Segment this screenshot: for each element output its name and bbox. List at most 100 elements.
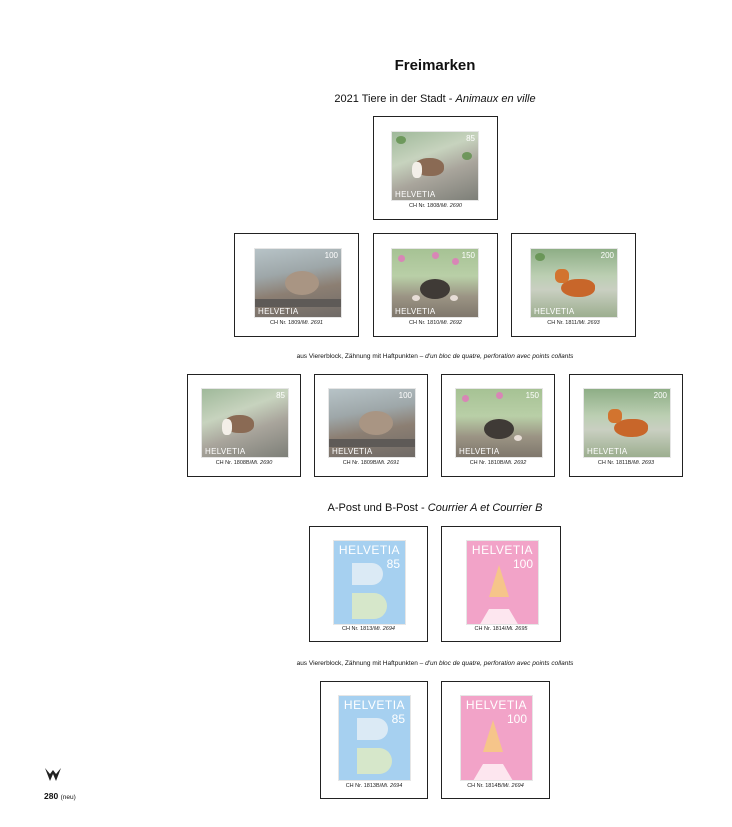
flower-shape — [462, 395, 469, 402]
stamp-frame-1808b: 85 HELVETIA CH Nr. 1808B/Mi. 2690 — [187, 374, 301, 477]
mole-shape — [420, 279, 450, 299]
caption-ch: CH Nr. 1814/ — [474, 626, 507, 632]
stamp-a-post-block: HELVETIA 100 — [460, 695, 533, 781]
stamp-frame-1809b: 100 HELVETIA CH Nr. 1809B/Mi. 2691 — [314, 374, 428, 477]
mole-paw-shape — [514, 435, 522, 441]
stamp-frame-1811b: 200 HELVETIA CH Nr. 1811B/Mi. 2693 — [569, 374, 683, 477]
stamp-ermine-block: 85 HELVETIA — [201, 388, 289, 458]
stamp-value: 200 — [653, 391, 667, 400]
fox-head-shape — [608, 409, 622, 423]
mole-shape — [484, 419, 514, 439]
caption-mi: Mi. 2692 — [440, 320, 462, 326]
stamp-frame-1814: HELVETIA 100 CH Nr. 1814/Mi. 2695 — [441, 526, 561, 642]
stamp-country: HELVETIA — [338, 543, 401, 557]
caption-ch: CH Nr. 1814B/ — [467, 783, 503, 789]
stamp-country: HELVETIA — [343, 698, 406, 712]
stamp-value: 85 — [391, 712, 405, 726]
stamp-frame-1809: 100 HELVETIA CH Nr. 1809/Mi. 2691 — [234, 233, 359, 337]
stamp-caption: CH Nr. 1809/Mi. 2691 — [235, 320, 358, 326]
caption-ch: CH Nr. 1808/ — [409, 203, 441, 209]
note-de: aus Viererblock, Zähnung mit Haftpunkten… — [296, 353, 426, 360]
stamp-b-post: HELVETIA 85 — [333, 540, 406, 625]
stamp-caption: CH Nr. 1811B/Mi. 2693 — [570, 460, 682, 466]
stamp-value: 100 — [324, 251, 338, 260]
caption-ch: CH Nr. 1810B/ — [469, 460, 506, 466]
caption-mi: Mi. 2692 — [505, 460, 527, 466]
stamp-caption: CH Nr. 1810/Mi. 2692 — [374, 320, 497, 326]
stamp-b-post-block: HELVETIA 85 — [338, 695, 411, 781]
stamp-value: 100 — [398, 391, 412, 400]
stamp-a-post: HELVETIA 100 — [466, 540, 539, 625]
fox-shape — [614, 419, 648, 437]
note-fr: d'un bloc de quatre, perforation avec po… — [425, 660, 574, 667]
caption-ch: CH Nr. 1813/ — [342, 626, 374, 632]
caption-mi: Mi. 2693 — [632, 460, 655, 466]
stamp-caption: CH Nr. 1813B/Mi. 2694 — [321, 783, 427, 789]
stamp-value: 85 — [466, 134, 475, 143]
page-number: 280 (neu) — [44, 791, 76, 801]
leaf-shape — [462, 152, 472, 160]
caption-ch: CH Nr. 1811B/ — [597, 460, 633, 466]
stamp-caption: CH Nr. 1814/Mi. 2695 — [442, 626, 560, 632]
mole-paw-shape — [412, 295, 420, 301]
stamp-caption: CH Nr. 1814B/Mi. 2694 — [442, 783, 549, 789]
stamp-country: HELVETIA — [205, 447, 246, 456]
roof-shape — [329, 439, 415, 447]
stamp-country: HELVETIA — [258, 307, 299, 316]
caption-ch: CH Nr. 1810/ — [409, 320, 441, 326]
stamp-country: HELVETIA — [471, 543, 534, 557]
section-heading-post: A-Post und B-Post - Courrier A et Courri… — [0, 502, 732, 514]
stamp-value: 100 — [506, 712, 527, 726]
fox-head-shape — [555, 269, 569, 283]
stamp-caption: CH Nr. 1808/Mi. 2690 — [374, 203, 497, 209]
caption-mi: Mi. 2691 — [378, 460, 400, 466]
leaf-shape — [396, 136, 406, 144]
stamp-value: 100 — [512, 557, 533, 571]
stamp-frame-1813b: HELVETIA 85 CH Nr. 1813B/Mi. 2694 — [320, 681, 428, 799]
caption-ch: CH Nr. 1809B/ — [342, 460, 379, 466]
caption-ch: CH Nr. 1813B/ — [345, 783, 382, 789]
caption-mi: Mi. 2694 — [502, 783, 524, 789]
letter-b-icon — [352, 563, 387, 619]
block-note-animals: aus Viererblock, Zähnung mit Haftpunkten… — [0, 353, 732, 360]
stamp-value: 150 — [525, 391, 539, 400]
stamp-country: HELVETIA — [534, 307, 575, 316]
publisher-logo-icon — [45, 768, 61, 781]
stamp-country: HELVETIA — [395, 190, 436, 199]
note-de: aus Viererblock, Zähnung mit Haftpunkten… — [296, 660, 426, 667]
letter-a-icon — [473, 720, 513, 780]
letter-b-icon — [357, 718, 392, 774]
stamp-country: HELVETIA — [395, 307, 436, 316]
page-title: Freimarken — [394, 57, 476, 74]
stamp-country: HELVETIA — [587, 447, 628, 456]
stamp-value: 85 — [386, 557, 400, 571]
fox-shape — [561, 279, 595, 297]
stamp-fox: 200 HELVETIA — [530, 248, 618, 318]
stamp-caption: CH Nr. 1811/Mi. 2693 — [512, 320, 635, 326]
caption-ch: CH Nr. 1811/ — [547, 320, 579, 326]
stamp-value: 150 — [461, 251, 475, 260]
stamp-caption: CH Nr. 1809B/Mi. 2691 — [315, 460, 427, 466]
ermine-chest-shape — [412, 162, 422, 178]
caption-mi: Mi. 2694 — [381, 783, 403, 789]
caption-mi: Mi. 2694 — [373, 626, 395, 632]
stamp-country: HELVETIA — [459, 447, 500, 456]
stamp-frame-1810: 150 HELVETIA CH Nr. 1810/Mi. 2692 — [373, 233, 498, 337]
page-number-suffix: (neu) — [60, 794, 76, 801]
section-heading-animals: 2021 Tiere in der Stadt - Animaux en vil… — [0, 93, 732, 105]
stamp-caption: CH Nr. 1810B/Mi. 2692 — [442, 460, 554, 466]
section-heading-fr: Courrier A et Courrier B — [427, 502, 543, 514]
stamp-value: 200 — [600, 251, 614, 260]
caption-mi: Mi. 2695 — [506, 626, 528, 632]
leaf-shape — [535, 253, 545, 261]
stamp-value: 85 — [276, 391, 285, 400]
flower-shape — [452, 258, 459, 265]
dormouse-shape — [285, 271, 319, 295]
caption-mi: Mi. 2690 — [251, 460, 273, 466]
stamp-caption: CH Nr. 1813/Mi. 2694 — [310, 626, 427, 632]
page-number-value: 280 — [44, 791, 59, 801]
caption-ch: CH Nr. 1809/ — [270, 320, 302, 326]
section-heading-fr: Animaux en ville — [455, 93, 536, 105]
flower-shape — [432, 252, 439, 259]
stamp-frame-1808: 85 HELVETIA CH Nr. 1808/Mi. 2690 — [373, 116, 498, 220]
